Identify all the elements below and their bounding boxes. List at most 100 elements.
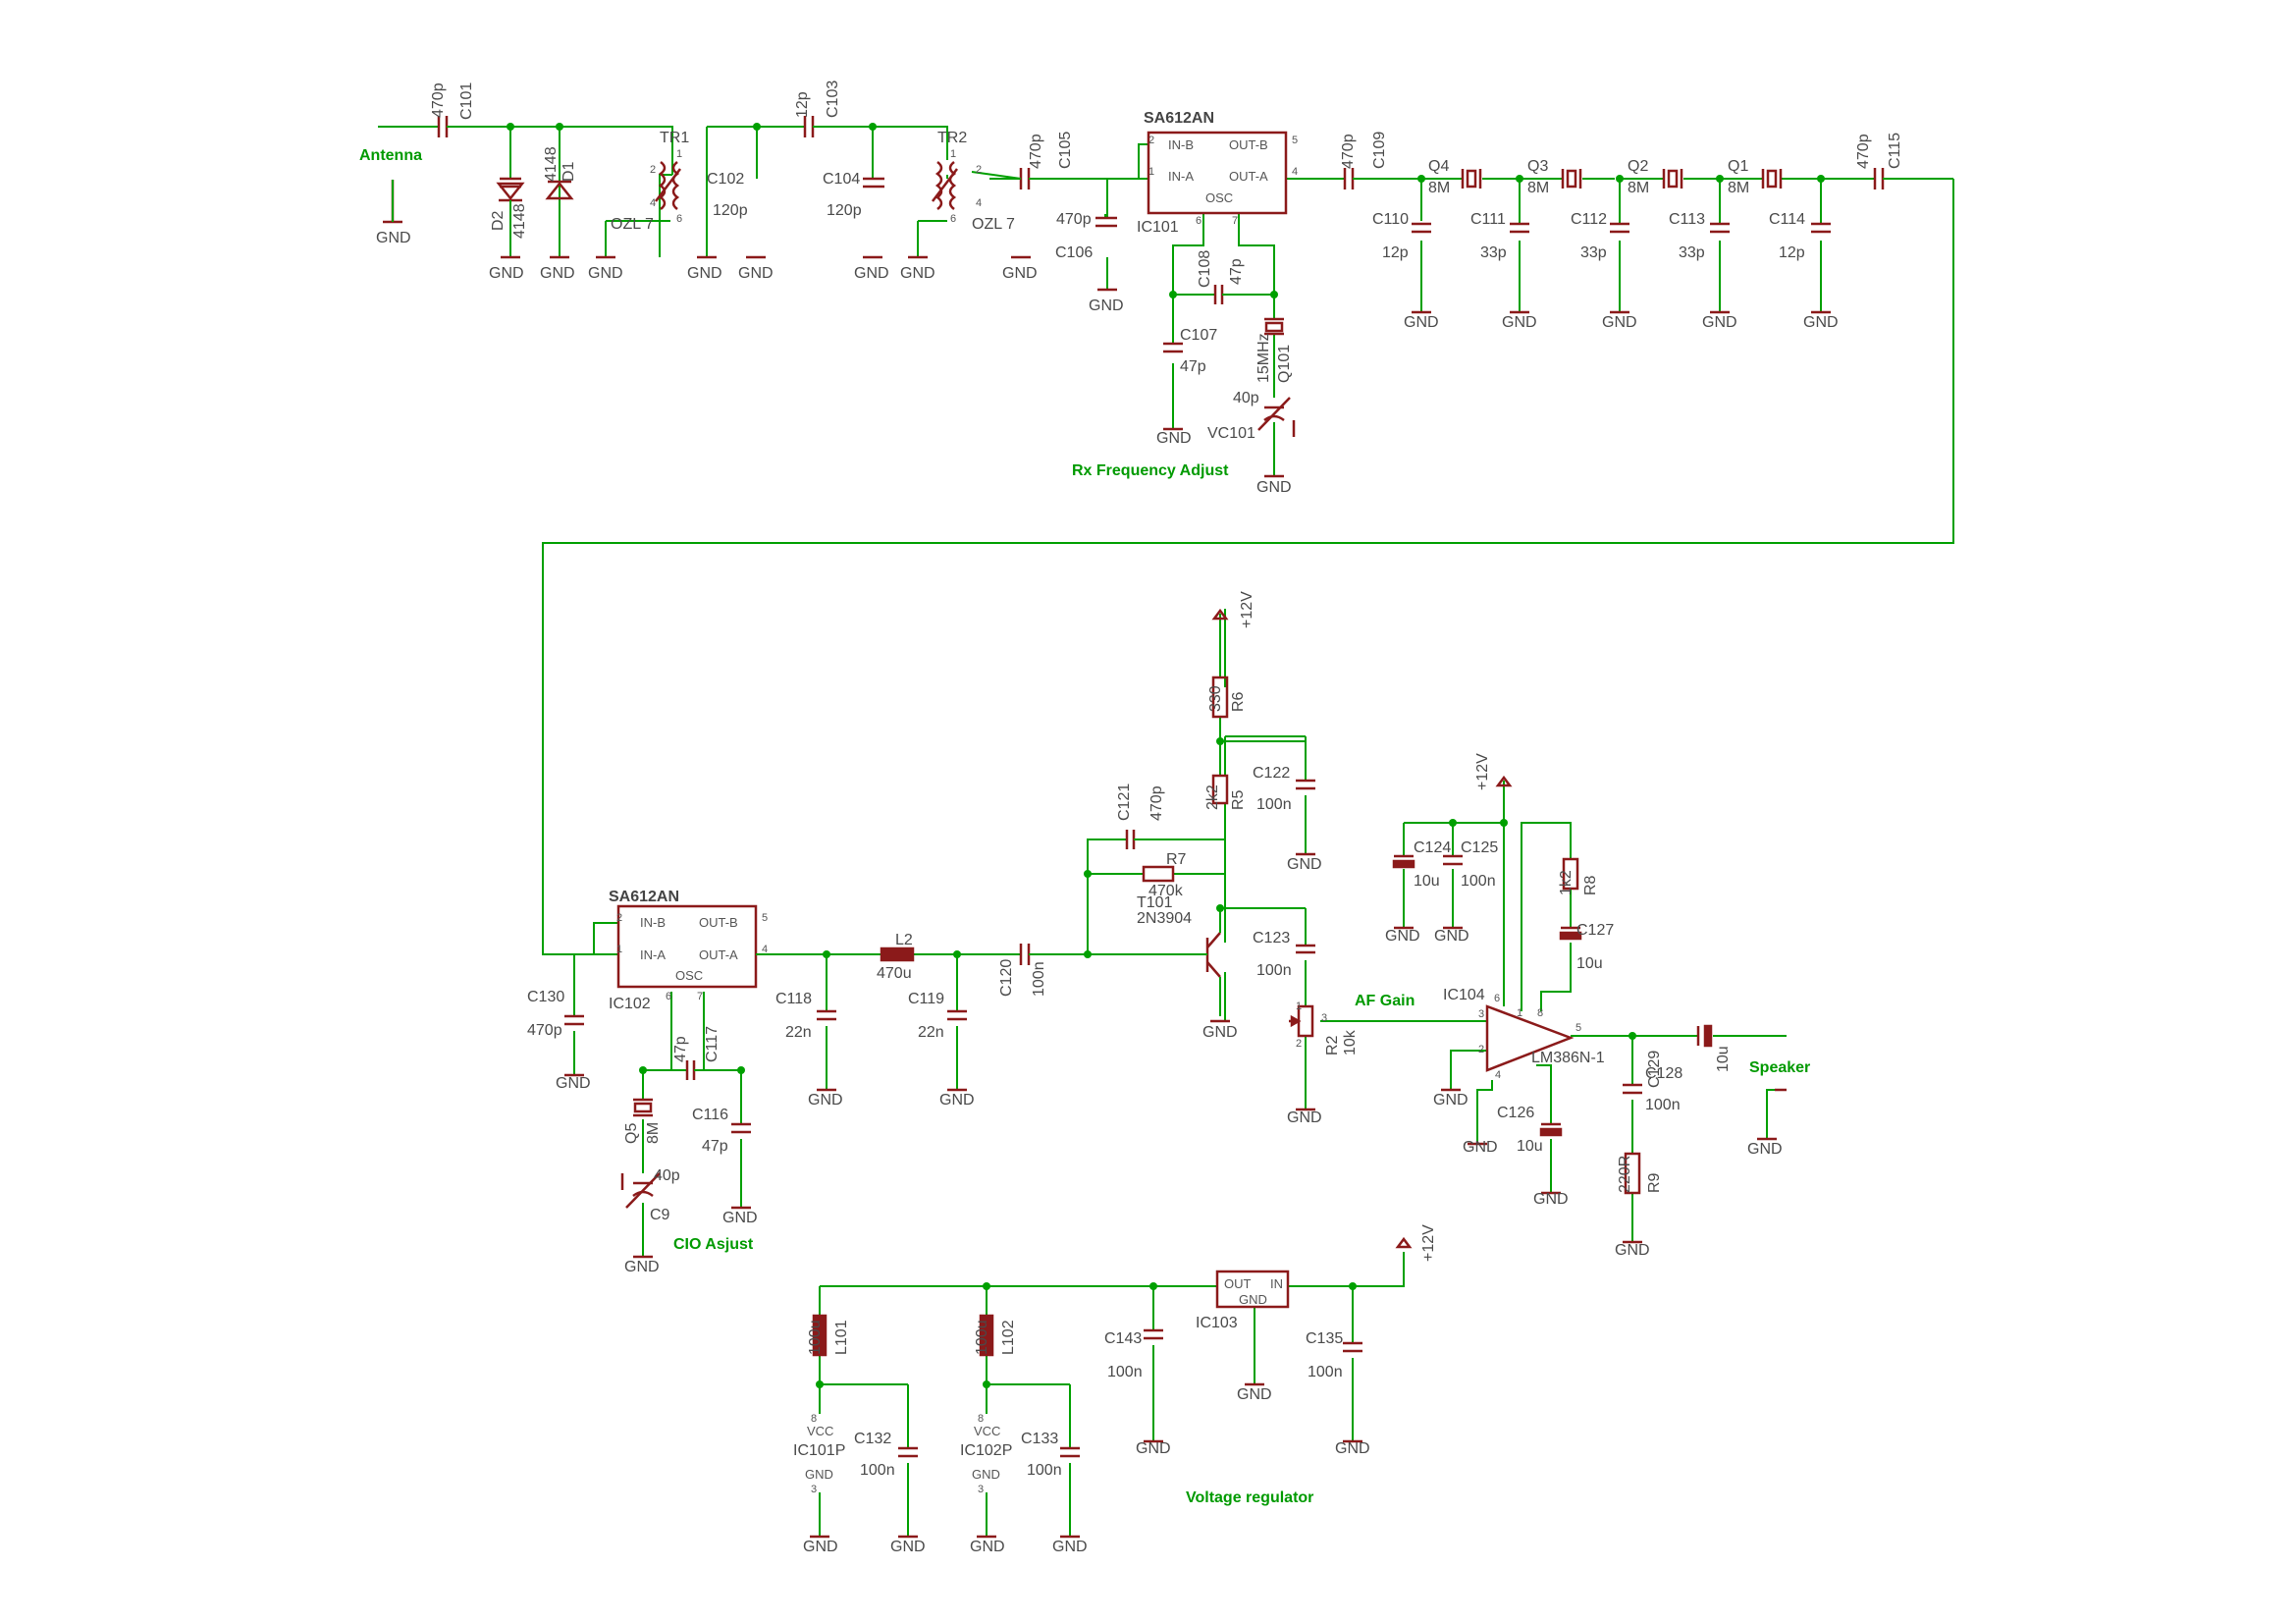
gnd-label: GND bbox=[1002, 265, 1038, 282]
part-ref-c125: C125 bbox=[1461, 839, 1498, 856]
part-ref-q1: Q1 bbox=[1728, 158, 1748, 175]
gnd-label: GND bbox=[1702, 314, 1737, 331]
part-value-q4: 8M bbox=[1428, 180, 1450, 196]
labels: Antenna Rx Frequency Adjust CIO Asjust A… bbox=[359, 81, 1903, 1555]
part-ref-c135: C135 bbox=[1306, 1330, 1343, 1347]
pin-number: 1 bbox=[1148, 166, 1154, 178]
C106-symbol bbox=[1095, 216, 1117, 228]
ic103-pin-gnd: GND bbox=[1239, 1292, 1267, 1307]
part-ref-r6: R6 bbox=[1230, 691, 1247, 712]
part-ref-c105: C105 bbox=[1057, 132, 1074, 169]
gnd-label: GND bbox=[1136, 1440, 1171, 1457]
C122-symbol bbox=[1296, 779, 1315, 790]
C118-symbol bbox=[817, 1009, 836, 1021]
part-ref-c143: C143 bbox=[1104, 1330, 1142, 1347]
part-ref-l102: L102 bbox=[1000, 1320, 1017, 1355]
part-value-r8: 1k2 bbox=[1558, 870, 1575, 895]
gnd-label: GND bbox=[803, 1539, 838, 1555]
ic102-pin-outb: OUT-B bbox=[699, 915, 738, 930]
part-ref-c132: C132 bbox=[854, 1431, 891, 1447]
Q101-symbol bbox=[1264, 317, 1284, 336]
pin-number: 5 bbox=[1292, 135, 1298, 146]
part-ref-q101: Q101 bbox=[1276, 345, 1293, 383]
C109-symbol bbox=[1343, 168, 1374, 189]
pin-number: 2 bbox=[976, 164, 982, 176]
part-ref-c124: C124 bbox=[1414, 839, 1451, 856]
part-value-c121: 470p bbox=[1148, 785, 1165, 821]
part-ref-c104: C104 bbox=[823, 171, 860, 188]
plus12v-arrow-3 bbox=[1395, 1236, 1413, 1249]
ic101p-ref: IC101P bbox=[793, 1442, 845, 1459]
pin-number: 5 bbox=[1575, 1022, 1581, 1034]
part-ref-c102: C102 bbox=[707, 171, 744, 188]
gnd-label: GND bbox=[1089, 298, 1124, 314]
ic102-pin-osc: OSC bbox=[675, 968, 703, 983]
ic101-pin-osc: OSC bbox=[1205, 190, 1233, 205]
gnd-label: GND bbox=[939, 1092, 975, 1109]
net-af-gain: AF Gain bbox=[1355, 993, 1415, 1009]
D2-symbol bbox=[496, 182, 525, 257]
gnd-label: GND bbox=[624, 1259, 660, 1275]
C126-symbol bbox=[1539, 1122, 1563, 1137]
gnd-label: GND bbox=[1433, 1092, 1468, 1109]
part-value-c125: 100n bbox=[1461, 873, 1496, 890]
part-value-c115: 470p bbox=[1855, 134, 1872, 169]
C107-symbol bbox=[1163, 342, 1183, 353]
pin-number: 6 bbox=[666, 991, 671, 1002]
part-value-tr2: OZL 7 bbox=[972, 216, 1015, 233]
part-value-c132: 100n bbox=[860, 1462, 895, 1479]
part-value-c109: 470p bbox=[1340, 134, 1357, 169]
R2-symbol bbox=[1289, 1004, 1314, 1038]
ic101-pin-ina: IN-A bbox=[1168, 169, 1194, 184]
pin-number: 6 bbox=[1196, 215, 1201, 227]
gnd-label: GND bbox=[1602, 314, 1637, 331]
pin-number: 1 bbox=[676, 148, 682, 160]
pin-number: 1 bbox=[1296, 1001, 1302, 1012]
part-value-c143: 100n bbox=[1107, 1364, 1143, 1380]
L102-symbol bbox=[979, 1314, 994, 1357]
part-value-c103: 12p bbox=[794, 91, 811, 118]
L2-symbol bbox=[880, 947, 915, 962]
part-ref-q5: Q5 bbox=[623, 1123, 640, 1144]
part-ref-q2: Q2 bbox=[1628, 158, 1648, 175]
ic102-pin-inb: IN-B bbox=[640, 915, 666, 930]
gnd-label: GND bbox=[1237, 1386, 1272, 1403]
pin-number: 2 bbox=[1148, 135, 1154, 146]
part-value-c111: 33p bbox=[1480, 244, 1507, 261]
plus12v-arrow-1 bbox=[1211, 608, 1229, 621]
part-value-c106: 470p bbox=[1056, 211, 1092, 228]
C111-symbol bbox=[1510, 222, 1529, 234]
gnd-label: GND bbox=[1385, 928, 1420, 945]
R8-symbol bbox=[1562, 857, 1579, 891]
part-ref-c115: C115 bbox=[1887, 133, 1903, 169]
part-ref-c123: C123 bbox=[1253, 930, 1290, 947]
C112-symbol bbox=[1610, 222, 1629, 234]
part-ref-c111: C111 bbox=[1470, 211, 1506, 228]
part-value-vc101: 40p bbox=[1233, 390, 1259, 406]
pin-number: 4 bbox=[1495, 1069, 1501, 1081]
part-value-c129: 10u bbox=[1715, 1046, 1732, 1072]
part-value-q101: 15MHz bbox=[1255, 333, 1272, 383]
part-value-q3: 8M bbox=[1527, 180, 1549, 196]
C125-symbol bbox=[1443, 854, 1463, 866]
ic101-pin-outa: OUT-A bbox=[1229, 169, 1268, 184]
gnd-label: GND bbox=[808, 1092, 843, 1109]
part-ref-c130: C130 bbox=[527, 989, 564, 1005]
part-value-c113: 33p bbox=[1679, 244, 1705, 261]
C102-symbol bbox=[500, 177, 521, 189]
ic101-ref: IC101 bbox=[1137, 219, 1179, 236]
gnd-label: GND bbox=[1502, 314, 1537, 331]
part-value-c117: 47p bbox=[672, 1036, 689, 1062]
ic101-part-name: SA612AN bbox=[1144, 110, 1214, 127]
C116-symbol bbox=[731, 1122, 751, 1134]
part-value-l2: 470u bbox=[877, 965, 912, 982]
pin-number: 1 bbox=[616, 944, 622, 955]
part-value-c123: 100n bbox=[1256, 962, 1292, 979]
part-ref-c112: C112 bbox=[1571, 211, 1607, 228]
gnd-label: GND bbox=[890, 1539, 926, 1555]
pin-number: 2 bbox=[1478, 1044, 1484, 1055]
part-ref-r8: R8 bbox=[1582, 875, 1599, 895]
part-value-r7: 470k bbox=[1148, 883, 1184, 899]
C117-symbol bbox=[685, 1060, 699, 1080]
